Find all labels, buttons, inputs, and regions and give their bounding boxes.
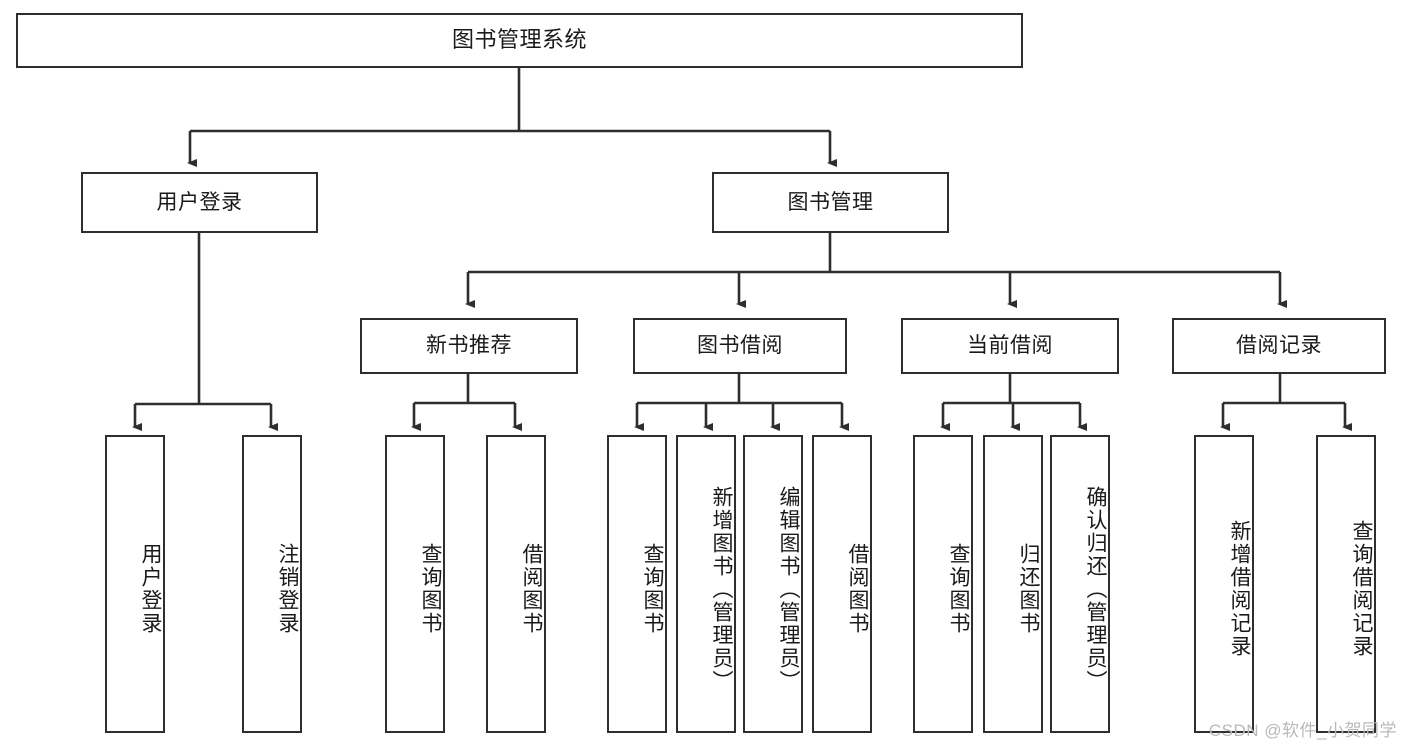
node-label: 借阅图书 [846, 543, 869, 635]
node-leaf-return-book[interactable]: 归还图书 [983, 435, 1043, 733]
node-leaf-add-record[interactable]: 新增借阅记录 [1194, 435, 1254, 733]
node-user-login[interactable]: 用户登录 [81, 172, 318, 233]
node-leaf-edit-book[interactable]: 编辑图书（管理员） [743, 435, 803, 733]
node-current-borrow[interactable]: 当前借阅 [901, 318, 1119, 374]
node-label: 确认归还（管理员） [1084, 485, 1107, 693]
node-leaf-logout[interactable]: 注销登录 [242, 435, 302, 733]
node-label: 查询图书 [947, 543, 970, 635]
node-book-borrow[interactable]: 图书借阅 [633, 318, 847, 374]
node-label: 归还图书 [1017, 543, 1040, 635]
node-borrow-record[interactable]: 借阅记录 [1172, 318, 1386, 374]
node-leaf-borrow-book-2[interactable]: 借阅图书 [812, 435, 872, 733]
node-leaf-query-book-3[interactable]: 查询图书 [913, 435, 973, 733]
node-label: 注销登录 [276, 543, 299, 635]
node-leaf-user-login[interactable]: 用户登录 [105, 435, 165, 733]
node-book-manage[interactable]: 图书管理 [712, 172, 949, 233]
node-leaf-query-record[interactable]: 查询借阅记录 [1316, 435, 1376, 733]
node-label: 查询借阅记录 [1350, 520, 1373, 658]
node-leaf-query-book-2[interactable]: 查询图书 [607, 435, 667, 733]
node-label: 编辑图书（管理员） [777, 485, 800, 693]
node-label: 用户登录 [139, 543, 162, 635]
node-leaf-add-book[interactable]: 新增图书（管理员） [676, 435, 736, 733]
node-label: 新增图书（管理员） [710, 485, 733, 693]
node-new-book-recommend[interactable]: 新书推荐 [360, 318, 578, 374]
node-label: 新增借阅记录 [1228, 520, 1251, 658]
watermark-text: CSDN @软件_小贺同学 [1208, 721, 1397, 740]
node-root-system[interactable]: 图书管理系统 [16, 13, 1023, 68]
node-leaf-confirm-return[interactable]: 确认归还（管理员） [1050, 435, 1110, 733]
node-label: 查询图书 [641, 543, 664, 635]
node-label: 借阅图书 [520, 543, 543, 635]
node-label: 查询图书 [419, 543, 442, 635]
node-leaf-query-book-1[interactable]: 查询图书 [385, 435, 445, 733]
node-leaf-borrow-book-1[interactable]: 借阅图书 [486, 435, 546, 733]
